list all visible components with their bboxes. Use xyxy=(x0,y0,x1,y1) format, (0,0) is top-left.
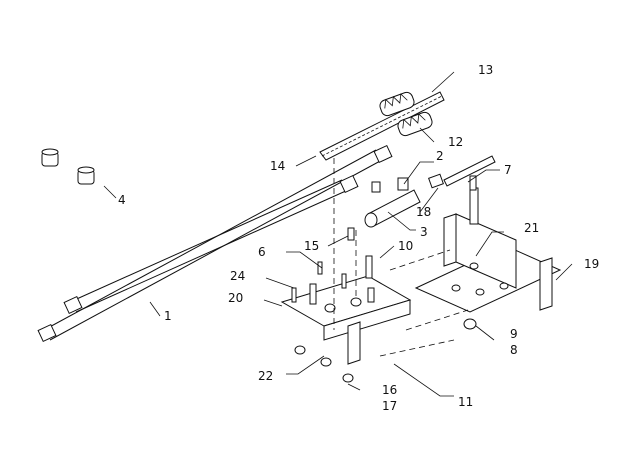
callout-9: 9 xyxy=(510,327,518,341)
callout-labels: 1 2 3 4 6 7 8 9 10 11 12 13 14 15 16 17 … xyxy=(118,63,599,413)
callout-21: 21 xyxy=(524,221,539,235)
chain-loop xyxy=(319,91,445,161)
callout-14: 14 xyxy=(270,159,285,173)
adapter-fittings xyxy=(41,148,95,185)
callout-2: 2 xyxy=(436,149,444,163)
callout-3: 3 xyxy=(420,225,428,239)
callout-18: 18 xyxy=(416,205,431,219)
callout-1: 1 xyxy=(164,309,172,323)
callout-15: 15 xyxy=(304,239,319,253)
base-plate xyxy=(280,275,412,365)
hose-assembly xyxy=(37,144,393,343)
callout-leaders xyxy=(103,71,573,397)
nuts xyxy=(294,318,477,383)
clevis xyxy=(428,173,444,189)
callout-6: 6 xyxy=(258,245,266,259)
callout-22: 22 xyxy=(258,369,273,383)
bolts xyxy=(291,175,477,303)
callout-11: 11 xyxy=(458,395,473,409)
callout-16: 16 xyxy=(382,383,397,397)
callout-4: 4 xyxy=(118,193,126,207)
callout-10: 10 xyxy=(398,239,413,253)
callout-12: 12 xyxy=(448,135,463,149)
hydraulic-cylinder xyxy=(364,177,421,228)
callout-7: 7 xyxy=(504,163,512,177)
short-chain xyxy=(443,155,496,187)
springs xyxy=(379,91,433,137)
mounting-bracket xyxy=(414,187,562,313)
callout-20: 20 xyxy=(228,291,243,305)
callout-24: 24 xyxy=(230,269,245,283)
callout-17: 17 xyxy=(382,399,397,413)
callout-19: 19 xyxy=(584,257,599,271)
assembly-lines xyxy=(333,158,469,357)
callout-8: 8 xyxy=(510,343,518,357)
callout-13: 13 xyxy=(478,63,493,77)
